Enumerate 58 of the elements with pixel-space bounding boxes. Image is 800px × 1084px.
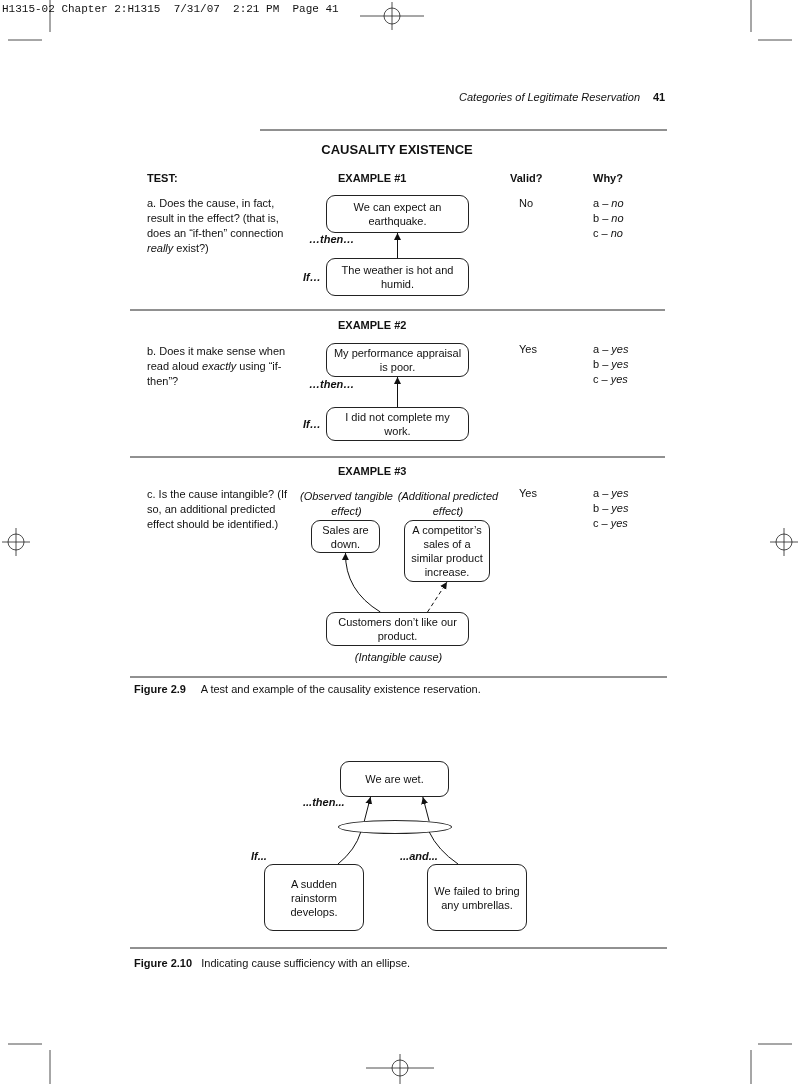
node-caption: (Additional predicted effect): [397, 489, 499, 519]
edge-label: …then…: [309, 378, 355, 391]
connector-word: If…: [303, 270, 321, 285]
test-question: c. Is the cause intangible? (If so, an additional predicted effect should be identified.): [147, 487, 289, 532]
figure-caption: Figure 2.10 Indicating cause sufficiency with an ellipse.: [134, 956, 411, 971]
valid-answer: Yes: [519, 486, 537, 501]
diagram-title: CAUSALITY EXISTENCE: [320, 142, 474, 157]
box-text: We can expect an earthquake.: [352, 200, 443, 228]
arrow: [394, 376, 401, 408]
connector-line: [428, 831, 459, 865]
why-answer: c – no: [593, 226, 623, 241]
why-answer: c – yes: [593, 372, 628, 387]
connector-word: ...and...: [400, 849, 438, 864]
why-answer: c – yes: [593, 516, 628, 531]
box-text: Customers don’t like our product.: [337, 615, 458, 643]
valid-answer: Yes: [519, 342, 537, 357]
running-head: Categories of Legitimate Reservation: [458, 90, 640, 105]
why-answer: b – yes: [593, 501, 629, 516]
box-text: We are wet.: [365, 772, 424, 786]
box-text: We failed to bring any umbrellas.: [433, 883, 521, 912]
edge-label: …then…: [309, 233, 355, 246]
column-header: TEST:: [147, 171, 178, 186]
example-heading: EXAMPLE #2: [338, 318, 407, 333]
test-question: a. Does the cause, in fact, result in the effect? (that is, does an “if-then” connection really exist?): [147, 196, 285, 256]
valid-answer: No: [519, 196, 534, 211]
example-heading: EXAMPLE #3: [338, 464, 407, 479]
box-text: A sudden rainstorm develops.: [289, 876, 339, 919]
example-heading: EXAMPLE #1: [338, 171, 407, 186]
why-answer: a – yes: [593, 342, 629, 357]
why-answer: a – yes: [593, 486, 629, 501]
box-text: The weather is hot and humid.: [340, 263, 455, 291]
box-text: I did not complete my work.: [344, 410, 451, 438]
print-slug: H1315-02 Chapter 2:H1315 7/31/07 2:21 PM Page 41: [2, 2, 339, 17]
arrow: [363, 796, 373, 822]
box-text: A competitor’s sales of a similar product increase.: [410, 523, 484, 579]
rounded-box: [326, 343, 469, 377]
why-answer: a – no: [593, 196, 624, 211]
rounded-box: [340, 761, 449, 797]
test-question: b. Does it make sense when read aloud exactly using “if-then”?: [147, 344, 287, 389]
connector-line: [337, 831, 362, 865]
box-text: Sales are down.: [321, 522, 370, 551]
connector-word: If…: [303, 417, 321, 432]
rounded-box: [326, 195, 469, 233]
edge-label: ...then...: [303, 796, 345, 809]
page-number: 41: [653, 90, 666, 105]
column-header: Why?: [593, 171, 623, 186]
arrow: [421, 796, 430, 822]
arrow: [394, 232, 401, 259]
connector-word: If...: [251, 849, 267, 864]
arrow: [427, 581, 448, 613]
why-answer: b – yes: [593, 357, 629, 372]
node-caption: (Observed tangible effect): [299, 489, 394, 519]
figure-caption: Figure 2.9 A test and example of the causality existence reservation.: [134, 682, 481, 697]
arrow: [342, 552, 381, 613]
node-caption: (Intangible cause): [353, 650, 444, 665]
box-text: My performance appraisal is poor.: [332, 346, 463, 374]
why-answer: b – no: [593, 211, 624, 226]
column-header: Valid?: [510, 171, 543, 186]
